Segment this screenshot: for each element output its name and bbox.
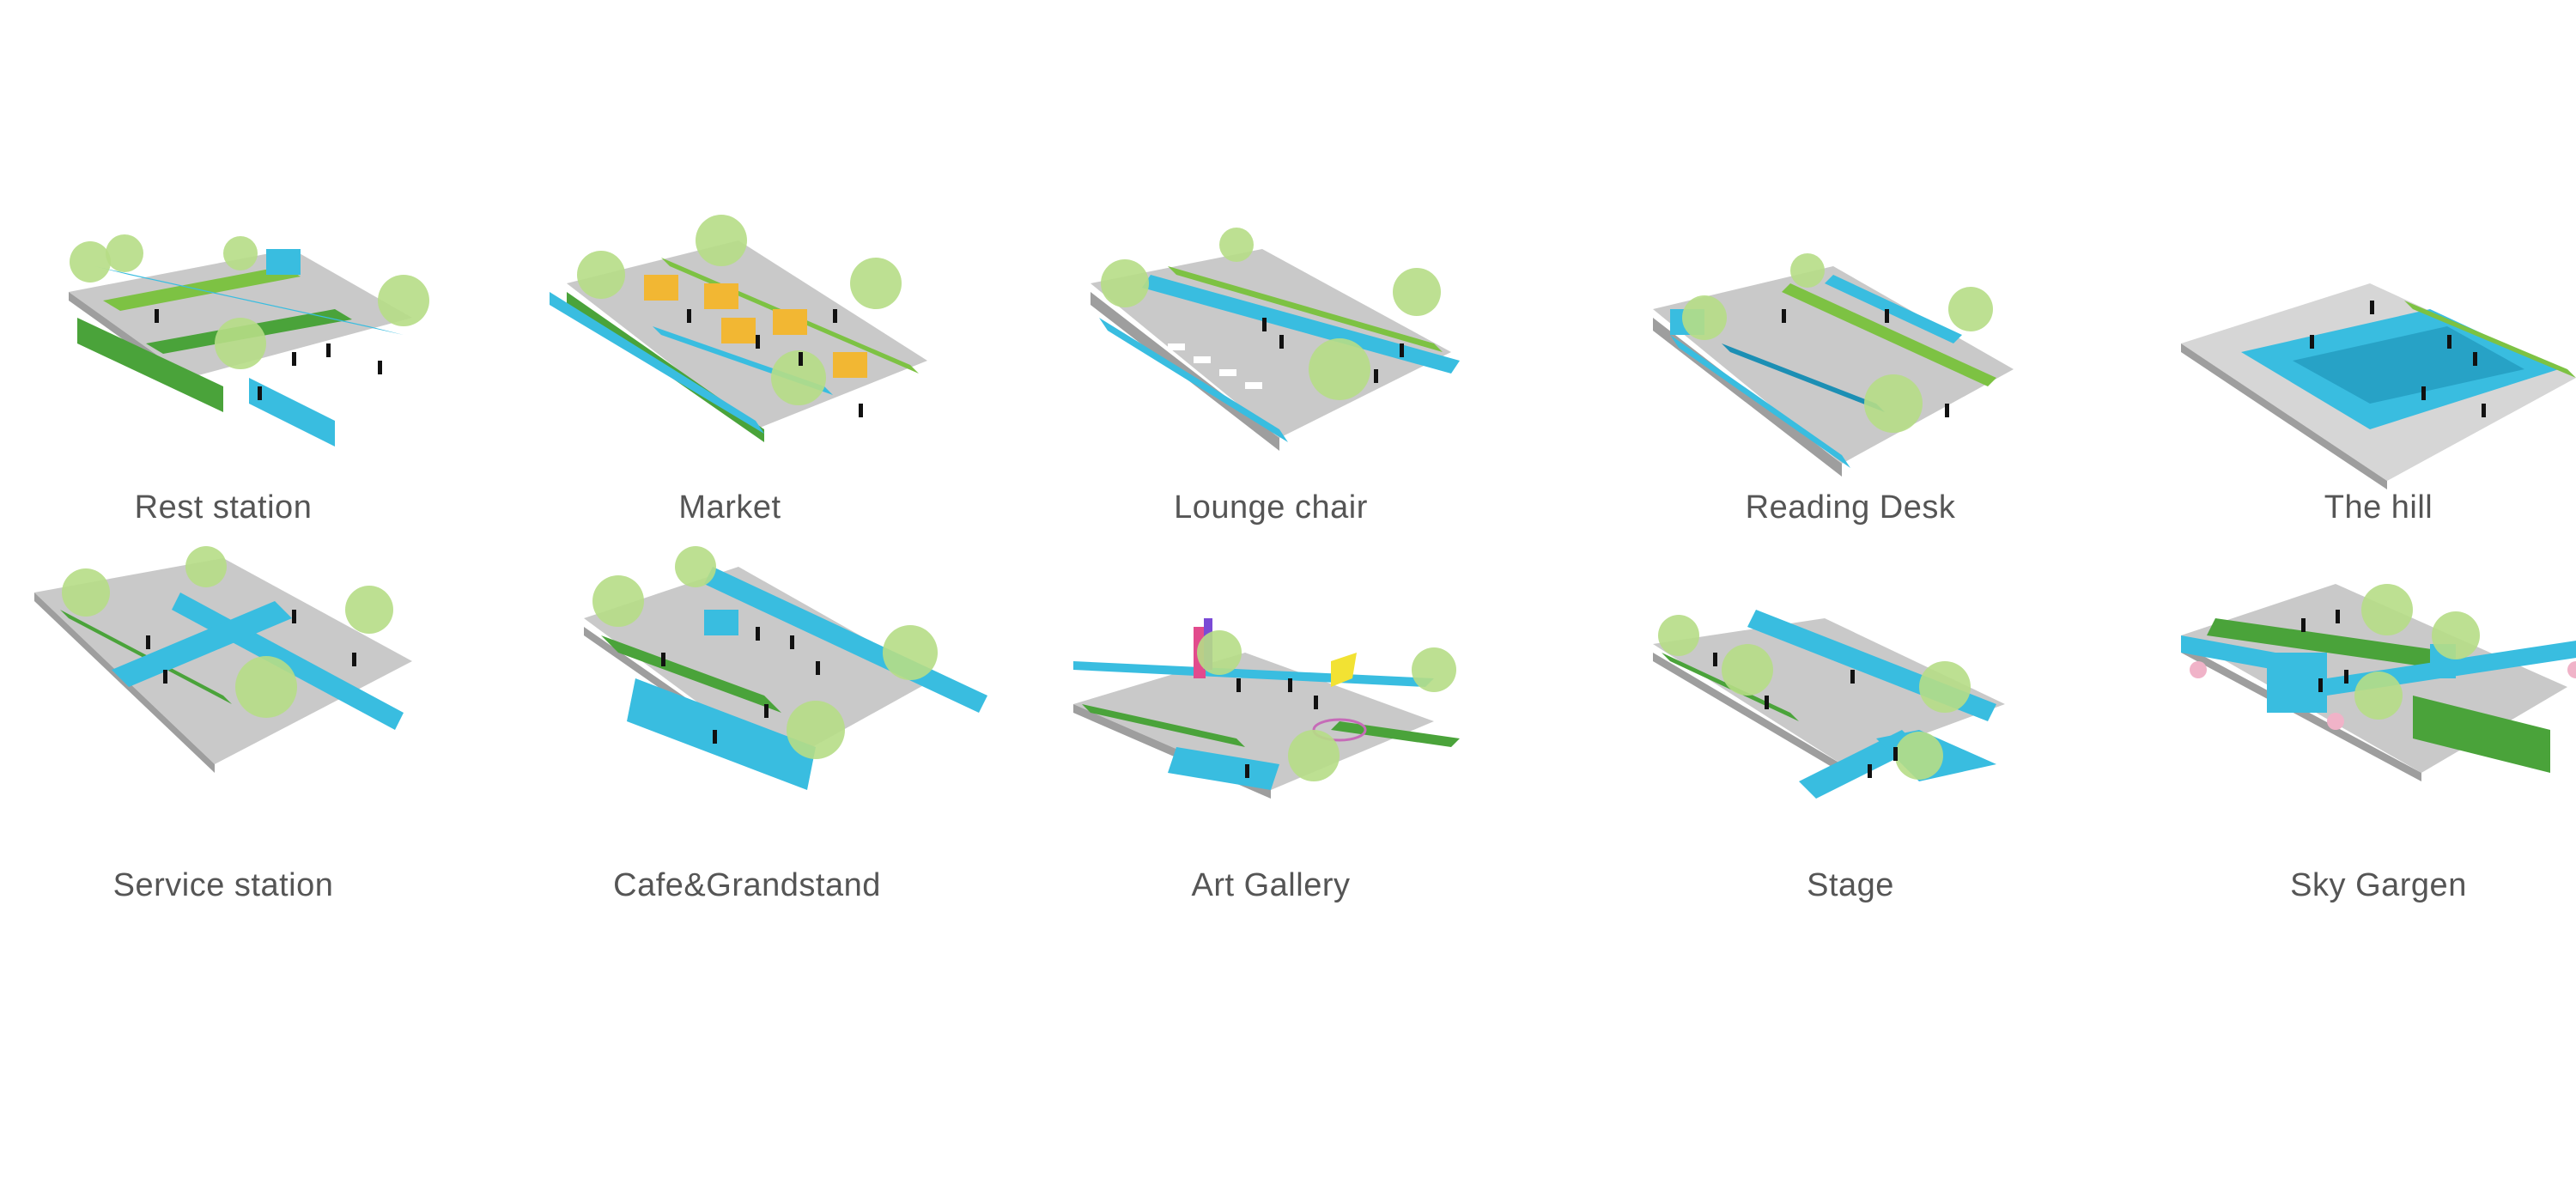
stage-diagram <box>1653 610 2005 799</box>
panel-rest-station: Rest station <box>9 215 438 541</box>
panel-label: The hill <box>2324 489 2433 526</box>
panel-lounge-chair: Lounge chair <box>1056 215 1485 541</box>
rest-station-diagram <box>69 234 429 447</box>
panel-label: Service station <box>112 867 334 903</box>
art-gallery-diagram <box>1073 618 1460 799</box>
panel-label: Stage <box>1807 867 1894 903</box>
reading-desk-diagram <box>1653 253 2014 477</box>
panel-the-hill: The hill <box>2164 215 2576 541</box>
hill-diagram <box>2181 283 2576 489</box>
panel-art-gallery: Art Gallery <box>1056 532 1485 903</box>
sky-garden-diagram <box>2181 584 2576 781</box>
service-station-diagram <box>34 546 412 773</box>
panel-label: Lounge chair <box>1174 489 1368 526</box>
panel-label: Art Gallery <box>1191 867 1351 903</box>
panel-stage: Stage <box>1636 532 2065 903</box>
lounge-chair-diagram <box>1091 228 1460 451</box>
panel-sky-garden: Sky Gargen <box>2164 532 2576 903</box>
panel-reading-desk: Reading Desk <box>1636 215 2065 541</box>
panel-label: Rest station <box>134 489 313 526</box>
panel-label: Market <box>678 489 781 526</box>
market-diagram <box>550 215 927 442</box>
panel-cafe-grandstand: Cafe&Grandstand <box>532 532 987 903</box>
panel-label: Cafe&Grandstand <box>613 867 881 903</box>
panel-market: Market <box>515 215 945 541</box>
cafe-grandstand-diagram <box>584 546 987 790</box>
panel-label: Sky Gargen <box>2290 867 2467 903</box>
panel-service-station: Service station <box>9 532 438 903</box>
panel-label: Reading Desk <box>1745 489 1956 526</box>
